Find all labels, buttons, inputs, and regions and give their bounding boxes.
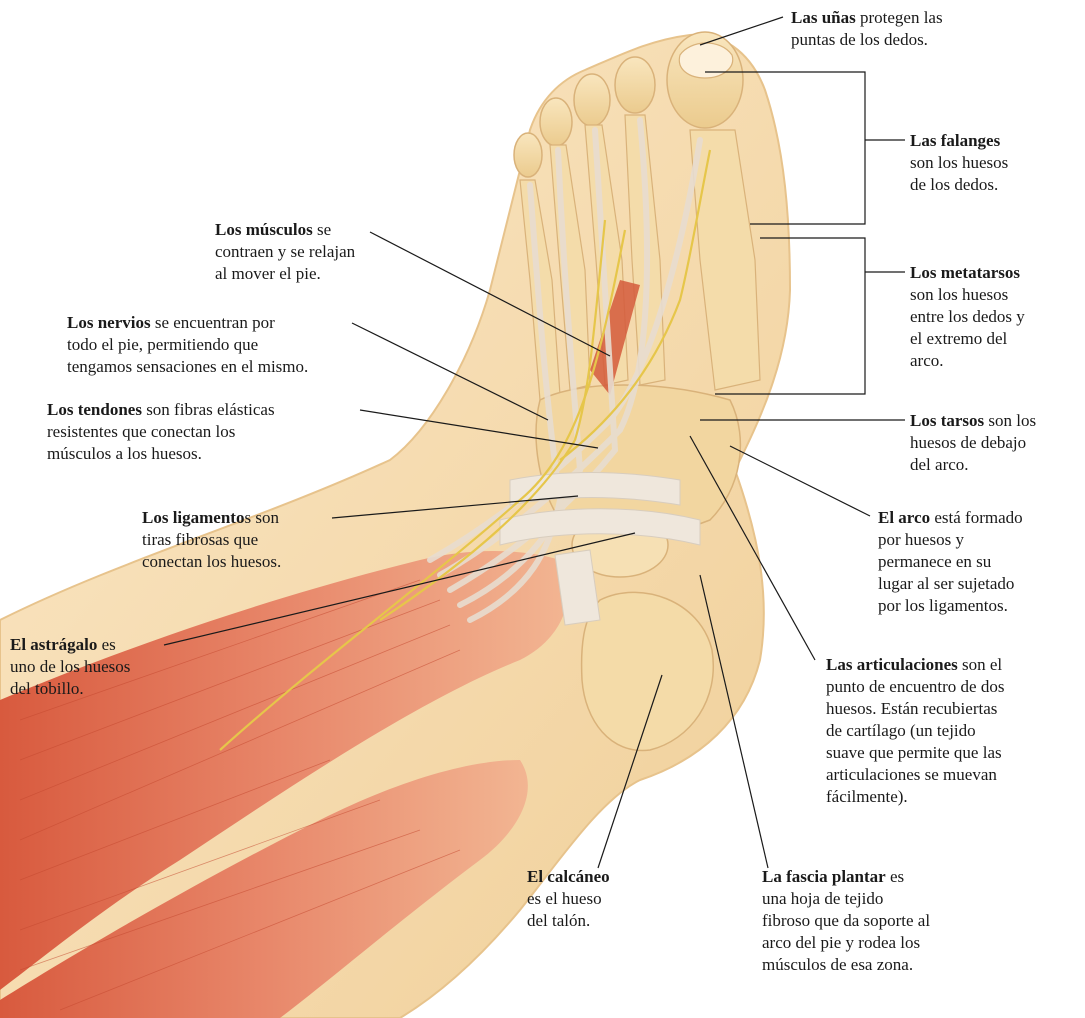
label-arco-text-3: permanece en su — [878, 552, 991, 571]
label-tarsos-term: Los tarsos — [910, 411, 984, 430]
label-unas-text-2: puntas de los dedos. — [791, 30, 928, 49]
label-unas-text-1: protegen las — [856, 8, 943, 27]
label-fascia-plantar-text-4: arco del pie y rodea los — [762, 933, 920, 952]
label-falanges-text-1: son los huesos — [910, 153, 1008, 172]
label-tarsos-text-2: huesos de debajo — [910, 433, 1026, 452]
label-astragalo-term: El astrágalo — [10, 635, 97, 654]
label-articulaciones-text-2: punto de encuentro de dos — [826, 677, 1004, 696]
label-fascia-plantar: La fascia plantar es una hoja de tejido … — [762, 866, 930, 976]
label-articulaciones: Las articulaciones son el punto de encue… — [826, 654, 1004, 808]
label-ligamentos-text-1: s son — [244, 508, 278, 527]
label-metatarsos: Los metatarsos son los huesos entre los … — [910, 262, 1025, 372]
label-fascia-plantar-term: La fascia plantar — [762, 867, 886, 886]
label-metatarsos-text-3: el extremo del — [910, 329, 1007, 348]
label-astragalo-text-1: es — [97, 635, 115, 654]
label-metatarsos-term: Los metatarsos — [910, 263, 1020, 282]
label-arco-term: El arco — [878, 508, 930, 527]
label-tarsos-text-3: del arco. — [910, 455, 969, 474]
label-tendones-text-2: resistentes que conectan los — [47, 422, 235, 441]
label-tarsos-text-1: son los — [984, 411, 1036, 430]
label-fascia-plantar-text-1: es — [886, 867, 904, 886]
label-ligamentos-text-3: conectan los huesos. — [142, 552, 281, 571]
label-astragalo-text-3: del tobillo. — [10, 679, 84, 698]
label-musculos-text-2: contraen y se relajan — [215, 242, 355, 261]
label-fascia-plantar-text-3: fibroso que da soporte al — [762, 911, 930, 930]
label-tendones-text-1: son fibras elásticas — [142, 400, 275, 419]
label-nervios-text-2: todo el pie, permitiendo que — [67, 335, 258, 354]
label-nervios-text-1: se encuentran por — [151, 313, 275, 332]
label-nervios: Los nervios se encuentran por todo el pi… — [67, 312, 308, 378]
label-astragalo-text-2: uno de los huesos — [10, 657, 130, 676]
label-ligamentos: Los ligamentos son tiras fibrosas que co… — [142, 507, 281, 573]
toenail — [679, 43, 732, 78]
label-falanges: Las falanges son los huesos de los dedos… — [910, 130, 1008, 196]
label-articulaciones-text-3: huesos. Están recubiertas — [826, 699, 997, 718]
label-arco-text-1: está formado — [930, 508, 1023, 527]
label-unas: Las uñas protegen las puntas de los dedo… — [791, 7, 943, 51]
label-astragalo: El astrágalo es uno de los huesos del to… — [10, 634, 130, 700]
label-articulaciones-text-7: fácilmente). — [826, 787, 908, 806]
label-arco: El arco está formado por huesos y perman… — [878, 507, 1023, 617]
label-metatarsos-text-4: arco. — [910, 351, 944, 370]
label-unas-term: Las uñas — [791, 8, 856, 27]
label-nervios-text-3: tengamos sensaciones en el mismo. — [67, 357, 308, 376]
label-calcaneo-text-2: del talón. — [527, 911, 590, 930]
label-musculos-text-3: al mover el pie. — [215, 264, 321, 283]
label-musculos-text-1: se — [313, 220, 331, 239]
label-tendones-text-3: músculos a los huesos. — [47, 444, 202, 463]
label-metatarsos-text-2: entre los dedos y — [910, 307, 1025, 326]
label-ligamentos-term: Los ligamento — [142, 508, 244, 527]
label-metatarsos-text-1: son los huesos — [910, 285, 1008, 304]
label-arco-text-5: por los ligamentos. — [878, 596, 1008, 615]
label-articulaciones-text-4: de cartílago (un tejido — [826, 721, 976, 740]
label-falanges-term: Las falanges — [910, 131, 1000, 150]
label-tendones: Los tendones son fibras elásticas resist… — [47, 399, 275, 465]
label-tarsos: Los tarsos son los huesos de debajo del … — [910, 410, 1036, 476]
label-calcaneo: El calcáneo es el hueso del talón. — [527, 866, 610, 932]
label-arco-text-2: por huesos y — [878, 530, 964, 549]
label-arco-text-4: lugar al ser sujetado — [878, 574, 1014, 593]
label-calcaneo-term: El calcáneo — [527, 867, 610, 886]
label-musculos-term: Los músculos — [215, 220, 313, 239]
label-articulaciones-text-6: articulaciones se muevan — [826, 765, 997, 784]
label-articulaciones-text-1: son el — [958, 655, 1002, 674]
label-articulaciones-text-5: suave que permite que las — [826, 743, 1002, 762]
label-tendones-term: Los tendones — [47, 400, 142, 419]
label-calcaneo-text-1: es el hueso — [527, 889, 602, 908]
label-fascia-plantar-text-2: una hoja de tejido — [762, 889, 883, 908]
label-falanges-text-2: de los dedos. — [910, 175, 998, 194]
label-musculos: Los músculos se contraen y se relajan al… — [215, 219, 355, 285]
label-nervios-term: Los nervios — [67, 313, 151, 332]
label-fascia-plantar-text-5: músculos de esa zona. — [762, 955, 913, 974]
label-articulaciones-term: Las articulaciones — [826, 655, 958, 674]
label-ligamentos-text-2: tiras fibrosas que — [142, 530, 258, 549]
